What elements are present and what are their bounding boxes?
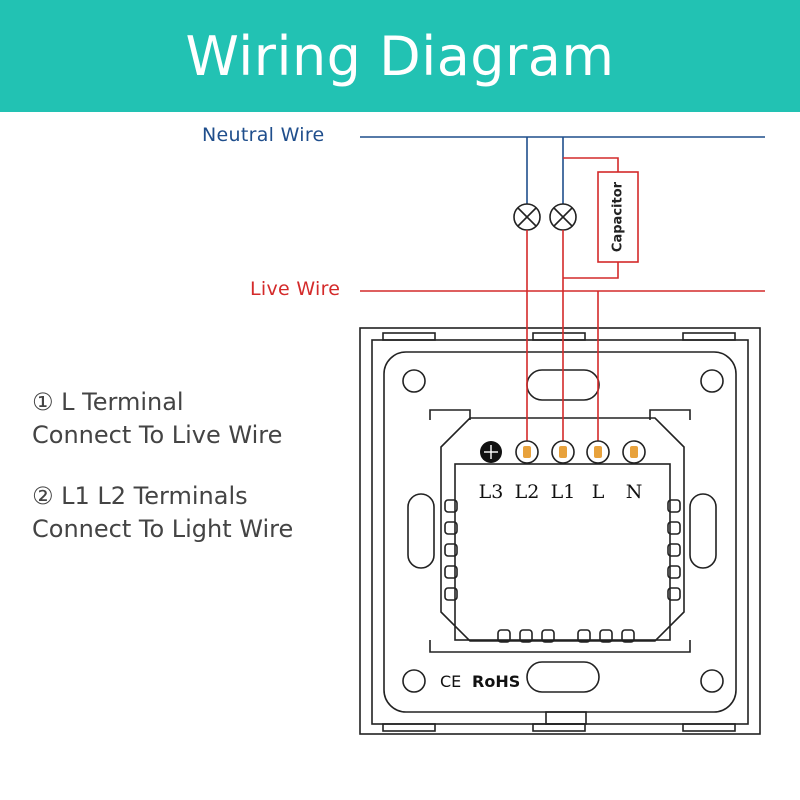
capacitor-wire-bottom [563, 262, 619, 279]
live-wire-label: Live Wire [250, 278, 341, 300]
ce-mark: CE [440, 672, 461, 691]
terminal-l2-screw [515, 440, 539, 464]
instruction-l-terminal: ① L Terminal Connect To Live Wire [32, 386, 282, 452]
instruction-2-title: ② L1 L2 Terminals [32, 482, 248, 510]
lamp-1-icon [513, 203, 541, 231]
terminal-label-n: N [626, 481, 643, 503]
capacitor-wire-top [563, 157, 619, 172]
terminal-label-l1: L1 [551, 481, 576, 503]
lamp-2-icon [549, 203, 577, 231]
header-banner: Wiring Diagram [0, 0, 800, 112]
terminal-label-l2: L2 [515, 481, 540, 503]
terminal-l-screw [586, 440, 610, 464]
terminal-l3-screw [480, 441, 502, 463]
capacitor-label: Capacitor [611, 181, 626, 252]
instruction-l1-l2-terminals: ② L1 L2 Terminals Connect To Light Wire [32, 480, 293, 546]
terminal-n-screw [622, 440, 646, 464]
terminal-label-l: L [592, 481, 605, 503]
instruction-1-title: ① L Terminal [32, 388, 184, 416]
neutral-wire-label: Neutral Wire [202, 124, 325, 146]
instruction-2-detail: Connect To Light Wire [32, 515, 294, 543]
terminal-l1-screw [551, 440, 575, 464]
switch-body [359, 327, 761, 735]
capacitor [597, 171, 639, 263]
terminal-label-l3: L3 [479, 481, 504, 503]
rohs-mark: RoHS [472, 672, 520, 691]
instruction-1-detail: Connect To Live Wire [32, 421, 283, 449]
page-title: Wiring Diagram [185, 24, 615, 88]
